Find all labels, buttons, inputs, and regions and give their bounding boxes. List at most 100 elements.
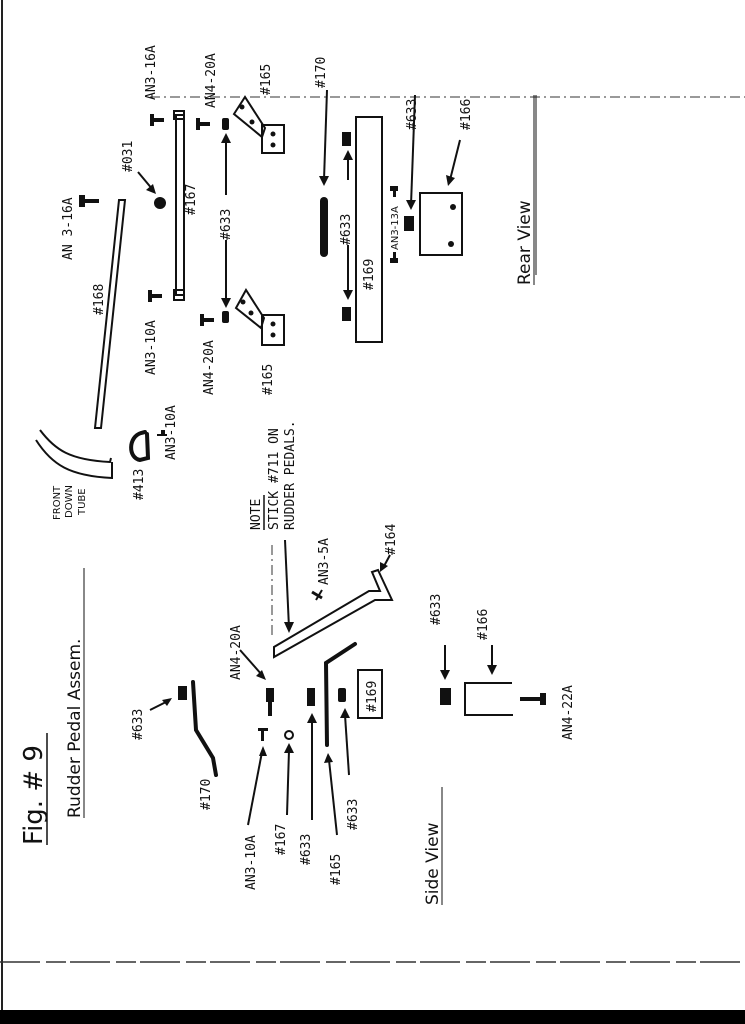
figure-number: Fig. # 9 [19,733,49,845]
bolt-an3-5a-head [311,590,323,600]
part-633-block-c [338,688,346,702]
arrowhead-icon [324,753,333,763]
figure-title: Rudder Pedal Assem. [65,568,85,818]
front-down-tube-line-a [39,429,112,464]
part-166-rear-box [419,192,463,256]
part-166-channel [464,682,513,716]
part-167-bar [175,114,185,296]
part-633-rear-a [342,132,351,146]
label-166-rear: #166 [459,99,474,130]
label-down: DOWN [64,485,75,518]
bolt-an3-16a-shank [85,199,99,203]
label-167-upper: #167 [184,184,199,215]
label-167: #167 [274,824,289,855]
label-an4-22a: AN4-22A [561,685,576,740]
arrowhead-icon [343,290,353,300]
label-165-bottom: #165 [261,364,276,395]
label-413: #413 [132,469,147,500]
figure-number-text: Fig. # 9 [19,745,49,845]
part-633-rear-c [404,216,414,231]
label-633-rear-c: #633 [405,99,420,130]
label-633-rear-a: #633 [339,214,354,245]
bolt-an3-10a-head [258,728,268,731]
rear-view-heading-text: Rear View [515,200,535,285]
side-view-heading: Side View [423,787,443,905]
label-169: #169 [365,681,380,712]
label-170-rear: #170 [314,57,329,88]
arrowhead-icon [487,665,497,675]
label-front: FRONT [52,485,63,520]
label-an4-20a-a: AN4-20A [202,340,217,395]
note-line-2: RUDDER PEDALS. [283,420,298,530]
arrowhead-icon [221,298,231,308]
arrowhead-icon [259,746,267,756]
bottom-black-bar [0,1010,745,1024]
label-an4-20a: AN4-20A [229,625,244,680]
bolt-an3-10a-shank [261,731,264,741]
arrowhead-icon [256,670,266,680]
bolt-an4-22a-shank [520,697,540,701]
part-169-box [357,669,383,719]
part-164-pedal [273,568,394,659]
note-line-1: STICK #711 ON [267,428,282,530]
side-view-heading-text: Side View [423,822,443,905]
part-169-rear-bar [355,116,383,343]
note-arrow [284,539,290,629]
label-an4-20a-b: AN4-20A [204,53,219,108]
part-170-rear [320,197,328,257]
label-633-c: #633 [429,594,444,625]
label-165-top: #165 [259,64,274,95]
label-an3-16a-left: AN 3-16A [61,197,76,260]
arrowhead-icon [284,622,294,633]
part-633-block [178,686,187,700]
part-633-spacer-b [222,311,229,323]
arrowhead-icon [446,175,455,186]
label-an3-13a: AN3-13A [390,206,401,250]
label-633: #633 [131,709,146,740]
arrowhead-icon [406,200,416,210]
bolt-shank [268,702,272,716]
part-413-bracket [129,430,151,463]
figure-title-text: Rudder Pedal Assem. [65,639,85,818]
label-170: #170 [199,779,214,810]
arrowhead-icon [343,150,353,160]
note-title: NOTE [249,499,264,530]
label-166: #166 [476,609,491,640]
part-031-ball [154,197,166,209]
front-down-tube-line-b [35,439,113,480]
part-168-tube [93,199,127,429]
label-169-rear: #169 [362,259,377,290]
label-633-b: #633 [346,799,361,830]
part-165-bracket-top [232,95,285,154]
bolt-an3-16a-head [79,195,85,207]
arrowhead-icon [284,743,294,753]
label-168: #168 [92,284,107,315]
label-an3-16a-right: AN3-16A [144,45,159,100]
label-633-a: #633 [299,834,314,865]
arrowhead-icon [440,670,450,680]
label-an3-5a: AN3-5A [317,538,332,585]
part-165-bracket-bottom [234,288,285,346]
arrowhead-icon [340,708,350,718]
label-165: #165 [329,854,344,885]
bolt-an3-13a-head [390,186,398,191]
label-164: #164 [384,524,399,555]
label-an3-10a: AN3-10A [244,835,259,890]
part-167-washer [284,730,294,740]
part-170-bar [191,680,218,777]
part-633-block-d [440,688,451,705]
bolt-head [266,688,274,702]
arrowhead-icon [221,133,231,143]
part-165-bar [323,642,357,747]
arrowhead-icon [162,698,172,706]
part-633-spacer-a [222,118,229,130]
rear-view-heading: Rear View [515,95,535,285]
label-an3-10a-small: AN3-10A [164,405,179,460]
label-tube: TUBE [77,488,88,516]
label-633-upper: #633 [219,209,234,240]
part-633-block-b [307,688,315,706]
arrowhead-icon [380,562,388,572]
arrowhead-icon [307,713,317,723]
